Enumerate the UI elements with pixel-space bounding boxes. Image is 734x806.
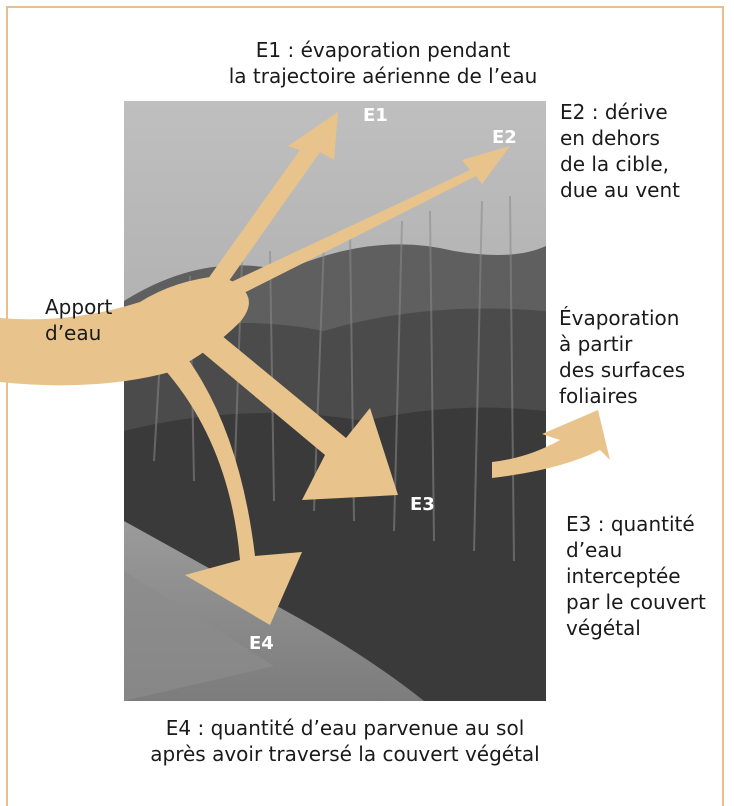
- e2-caption-line: en dehors: [560, 126, 660, 150]
- e2-caption-line: E2 : dérive: [560, 100, 668, 124]
- e2-caption-line: de la cible,: [560, 152, 669, 176]
- leaf-evaporation-caption: Évaporation à partir des surfaces foliai…: [559, 305, 685, 409]
- water-input-caption-line: d’eau: [45, 321, 102, 345]
- e3-caption: E3 : quantité d’eau interceptée par le c…: [566, 511, 706, 641]
- leaf-evaporation-caption-line: des surfaces: [559, 358, 686, 382]
- corn-field-photo: [124, 101, 546, 701]
- e3-label: E3: [410, 494, 435, 515]
- e4-label: E4: [249, 633, 274, 654]
- e1-caption-line: E1 : évaporation pendant: [255, 38, 511, 62]
- e3-caption-line: interceptée: [566, 564, 681, 588]
- e4-caption: E4 : quantité d’eau parvenue au sol aprè…: [135, 715, 555, 767]
- e3-caption-line: végétal: [566, 616, 641, 640]
- e2-caption-line: due au vent: [560, 178, 680, 202]
- e3-caption-line: d’eau: [566, 538, 623, 562]
- e2-label: E2: [492, 127, 517, 148]
- e4-caption-line: E4 : quantité d’eau parvenue au sol: [165, 716, 525, 740]
- e1-label: E1: [363, 105, 388, 126]
- e1-caption-line: la trajectoire aérienne de l’eau: [228, 64, 538, 88]
- e1-caption: E1 : évaporation pendant la trajectoire …: [223, 37, 543, 89]
- water-input-caption: Apport d’eau: [45, 294, 112, 346]
- water-input-caption-line: Apport: [45, 295, 113, 319]
- leaf-evaporation-caption-line: foliaires: [559, 384, 638, 408]
- e4-caption-line: après avoir traversé la couvert végétal: [150, 742, 540, 766]
- e2-caption: E2 : dérive en dehors de la cible, due a…: [560, 99, 680, 203]
- leaf-evaporation-caption-line: Évaporation: [559, 306, 680, 330]
- leaf-evaporation-caption-line: à partir: [559, 332, 633, 356]
- e3-caption-line: par le couvert: [566, 590, 706, 614]
- e3-caption-line: E3 : quantité: [566, 512, 695, 536]
- figure-frame: [6, 6, 724, 806]
